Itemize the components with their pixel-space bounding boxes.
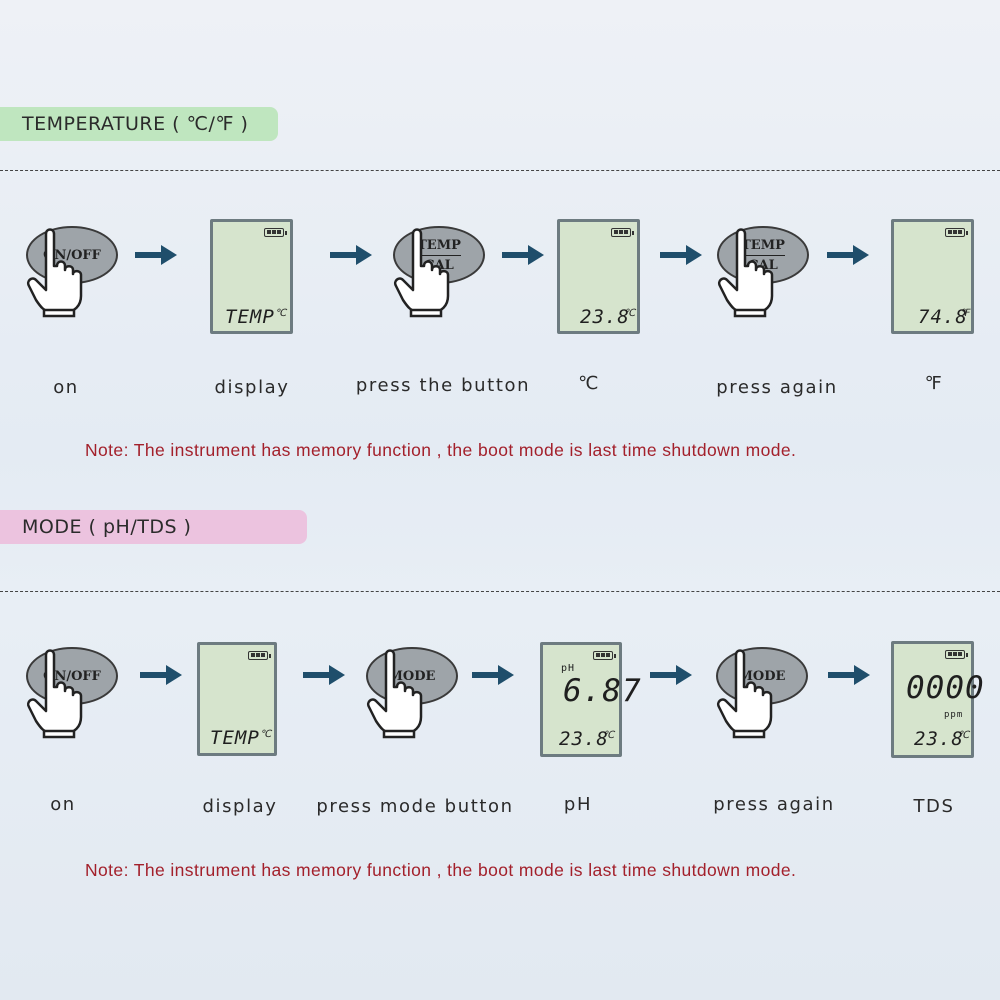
pointing-hand-icon bbox=[394, 228, 450, 318]
lcd-unit-text: ℃ bbox=[624, 308, 637, 319]
step-label: ℃ bbox=[578, 373, 600, 394]
lcd-ph-label: pH bbox=[561, 663, 576, 674]
section-divider bbox=[0, 170, 1000, 171]
mode-section-tab: MODE ( pH/TDS ) bbox=[0, 510, 307, 544]
step-label: display bbox=[214, 377, 290, 398]
lcd-big-value: 0000 bbox=[906, 670, 985, 706]
pointing-hand-icon bbox=[718, 228, 774, 318]
lcd-ppm-label: ppm bbox=[944, 710, 964, 720]
battery-icon bbox=[611, 228, 634, 237]
lcd-unit-text: ℉ bbox=[960, 308, 971, 319]
mode-button-again[interactable]: MODE bbox=[716, 647, 826, 777]
lcd-main-text: TEMP bbox=[210, 727, 260, 749]
lcd-unit-text: ℃ bbox=[275, 308, 288, 319]
arrow-right-icon bbox=[472, 665, 514, 685]
arrow-right-icon bbox=[650, 665, 692, 685]
arrow-right-icon bbox=[303, 665, 345, 685]
battery-icon bbox=[945, 650, 968, 659]
arrow-right-icon bbox=[660, 245, 702, 265]
arrow-right-icon bbox=[828, 665, 870, 685]
lcd-display-tds: 0000 ppm 23.8 ℃ bbox=[891, 641, 984, 758]
lcd-display-temp: TEMP ℃ bbox=[197, 642, 277, 756]
memory-note: Note: The instrument has memory function… bbox=[85, 440, 797, 460]
step-label: display bbox=[202, 796, 278, 817]
on-off-button[interactable]: ON/OFF bbox=[26, 226, 136, 356]
step-label: press again bbox=[716, 377, 838, 398]
step-label: pH bbox=[563, 794, 593, 815]
battery-icon bbox=[593, 651, 616, 660]
lcd-display-celsius: 23.8 ℃ bbox=[557, 219, 640, 334]
pointing-hand-icon bbox=[367, 649, 423, 739]
lcd-display-ph: pH 6.87 23.8 ℃ bbox=[540, 642, 641, 757]
lcd-main-text: 23.8 bbox=[559, 728, 609, 750]
battery-icon bbox=[248, 651, 271, 660]
pointing-hand-icon bbox=[717, 649, 773, 739]
step-label: TDS bbox=[913, 796, 955, 817]
battery-icon bbox=[945, 228, 968, 237]
lcd-main-text: 74.8 bbox=[918, 306, 968, 328]
arrow-right-icon bbox=[140, 665, 182, 685]
pointing-hand-icon bbox=[27, 649, 83, 739]
arrow-right-icon bbox=[135, 245, 177, 265]
arrow-right-icon bbox=[502, 245, 544, 265]
pointing-hand-icon bbox=[27, 228, 83, 318]
battery-icon bbox=[264, 228, 287, 237]
step-label: press again bbox=[713, 794, 835, 815]
lcd-unit-text: ℃ bbox=[603, 730, 616, 741]
lcd-display-temp: TEMP ℃ bbox=[210, 219, 293, 334]
lcd-main-text: TEMP bbox=[225, 306, 275, 328]
step-label: press mode button bbox=[316, 796, 514, 817]
lcd-display-fahrenheit: 74.8 ℉ bbox=[891, 219, 974, 334]
on-off-button[interactable]: ON/OFF bbox=[26, 647, 136, 777]
lcd-unit-text: ℃ bbox=[958, 730, 971, 741]
lcd-main-text: 23.8 bbox=[914, 728, 964, 750]
lcd-unit-text: ℃ bbox=[260, 729, 273, 740]
temperature-section-tab: TEMPERATURE ( ℃/℉ ) bbox=[0, 107, 278, 141]
step-label: ℉ bbox=[924, 373, 944, 394]
lcd-big-value: 6.87 bbox=[563, 673, 642, 709]
mode-button[interactable]: MODE bbox=[366, 647, 476, 777]
memory-note: Note: The instrument has memory function… bbox=[85, 860, 797, 880]
step-label: on bbox=[50, 794, 76, 815]
step-label: press the button bbox=[355, 375, 531, 396]
arrow-right-icon bbox=[330, 245, 372, 265]
arrow-right-icon bbox=[827, 245, 869, 265]
lcd-main-text: 23.8 bbox=[580, 306, 630, 328]
section-divider bbox=[0, 591, 1000, 592]
step-label: on bbox=[53, 377, 79, 398]
